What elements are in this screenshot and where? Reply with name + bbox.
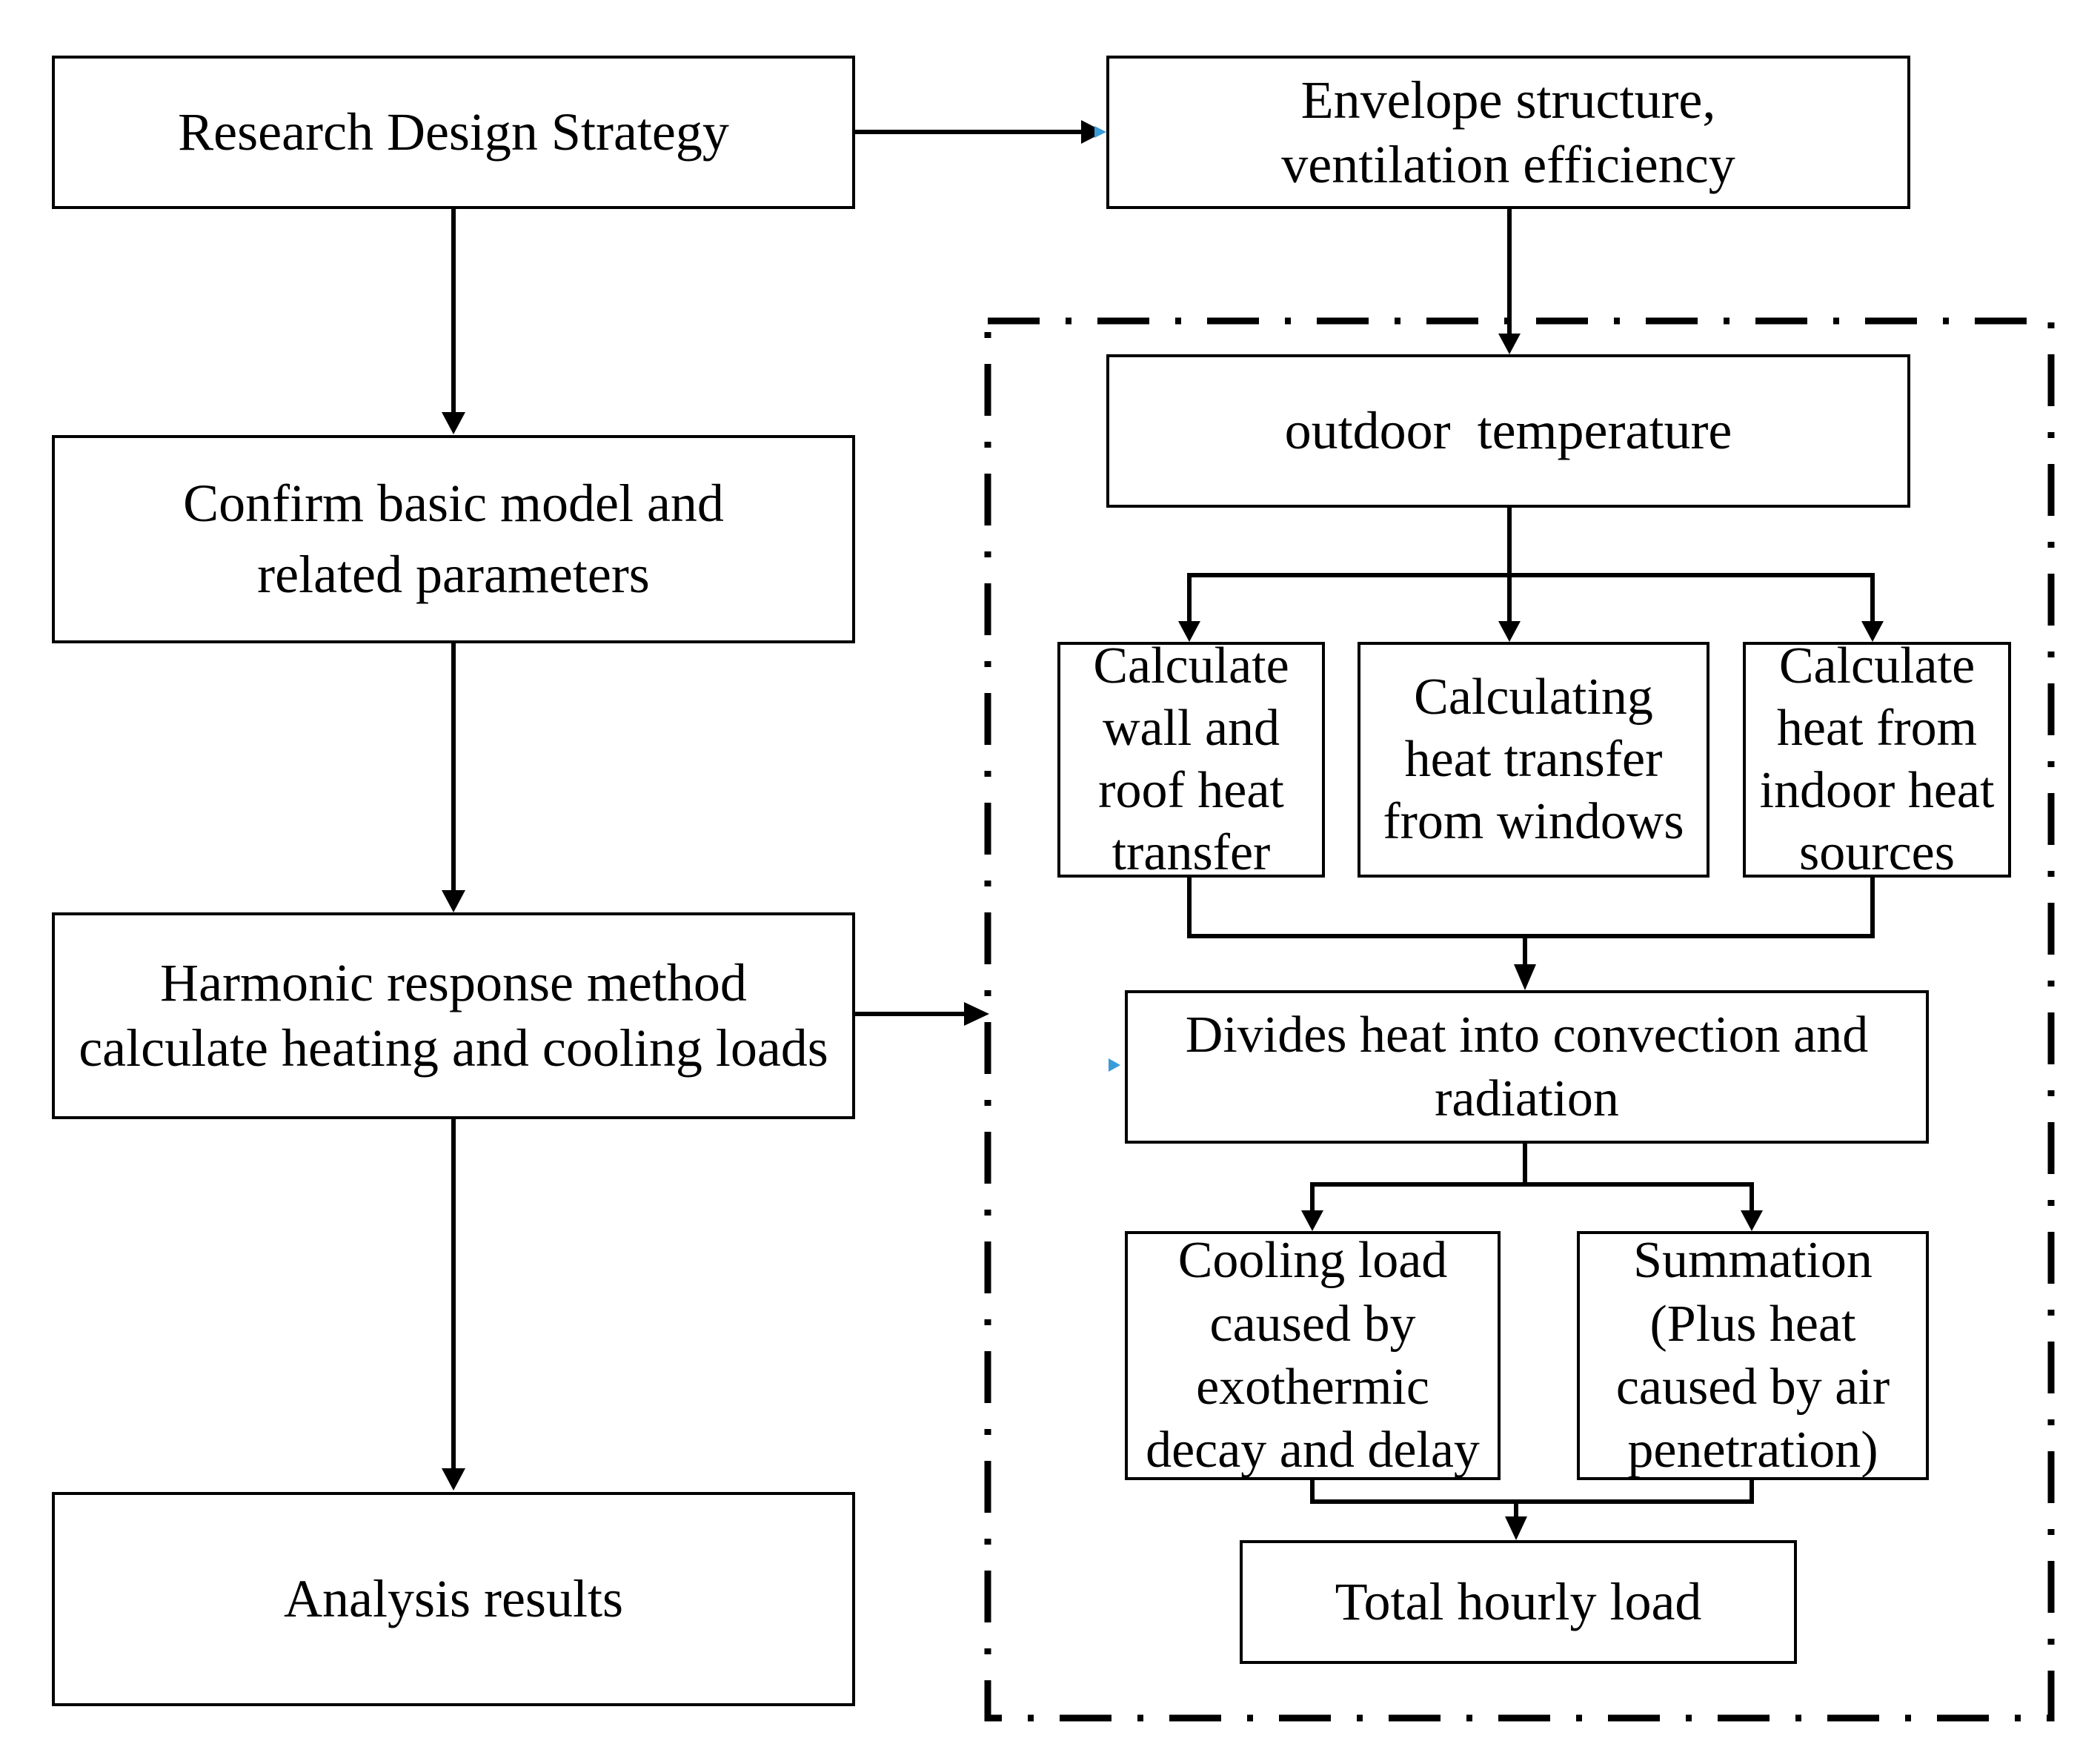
analysis-results-box: Analysis results [52,1492,855,1706]
summation-label: Summation (Plus heat caused by air penet… [1615,1232,1890,1479]
connectors-left [451,130,1084,1471]
wall-roof-heat-label: Calculate wall and roof heat transfer [1093,637,1289,881]
harmonic-method-label: Harmonic response method calculate heati… [79,952,828,1078]
arrowhead-wall [1178,621,1200,642]
arrowhead-outdoor [1498,334,1521,354]
arrowhead-confirm [442,412,465,434]
arrowhead-envelope [1081,120,1104,144]
harmonic-method-box: Harmonic response method calculate heati… [52,912,855,1119]
arrowhead-total [1505,1516,1527,1540]
connectors-right [1187,208,1875,1519]
confirm-model-box: Confirm basic model and related paramete… [52,435,855,643]
arrowhead-harmonic [442,890,465,912]
wall-roof-heat-box: Calculate wall and roof heat transfer [1057,637,1325,881]
research-design-strategy-box: Research Design Strategy [52,56,855,209]
arrowhead-divides [1514,964,1536,990]
arrowhead-analysis [442,1468,465,1491]
dashdot-boundary [984,317,2055,1722]
indoor-heat-sources-box: Calculate heat from indoor heat sources [1743,637,2011,881]
arrowheads [442,120,1884,1540]
arrowhead-indoor [1861,621,1884,642]
arrowhead-summation [1741,1210,1763,1231]
research-design-strategy-label: Research Design Strategy [178,102,729,162]
cooling-load-label: Cooling load caused by exothermic decay … [1146,1232,1480,1479]
outdoor-temperature-box: outdoor temperature [1106,354,1910,508]
summation-box: Summation (Plus heat caused by air penet… [1577,1231,1929,1480]
indoor-heat-sources-label: Calculate heat from indoor heat sources [1759,637,1995,881]
accent-marker-divides [1109,1058,1120,1072]
line-merge-to-divides [1187,875,1875,938]
cooling-load-box: Cooling load caused by exothermic decay … [1125,1231,1501,1480]
divides-heat-label: Divides heat into convection and radiati… [1185,1007,1869,1127]
line-merge-to-total [1310,1478,1754,1504]
confirm-model-label: Confirm basic model and related paramete… [183,473,724,604]
windows-heat-label: Calculating heat transfer from windows [1383,669,1684,850]
envelope-structure-box: Envelope structure, ventilation efficien… [1106,56,1910,209]
accent-marker-envelope [1094,126,1106,138]
analysis-results-label: Analysis results [284,1568,623,1628]
arrowhead-boundary [964,1002,989,1026]
arrowhead-windows [1498,621,1521,642]
windows-heat-box: Calculating heat transfer from windows [1358,642,1709,878]
divides-heat-box: Divides heat into convection and radiati… [1125,990,1929,1144]
outdoor-temperature-label: outdoor temperature [1284,400,1732,460]
arrowhead-cooling [1301,1210,1323,1231]
total-hourly-load-box: Total hourly load [1240,1540,1797,1664]
total-hourly-load-label: Total hourly load [1335,1571,1702,1631]
envelope-structure-label: Envelope structure, ventilation efficien… [1281,70,1735,194]
